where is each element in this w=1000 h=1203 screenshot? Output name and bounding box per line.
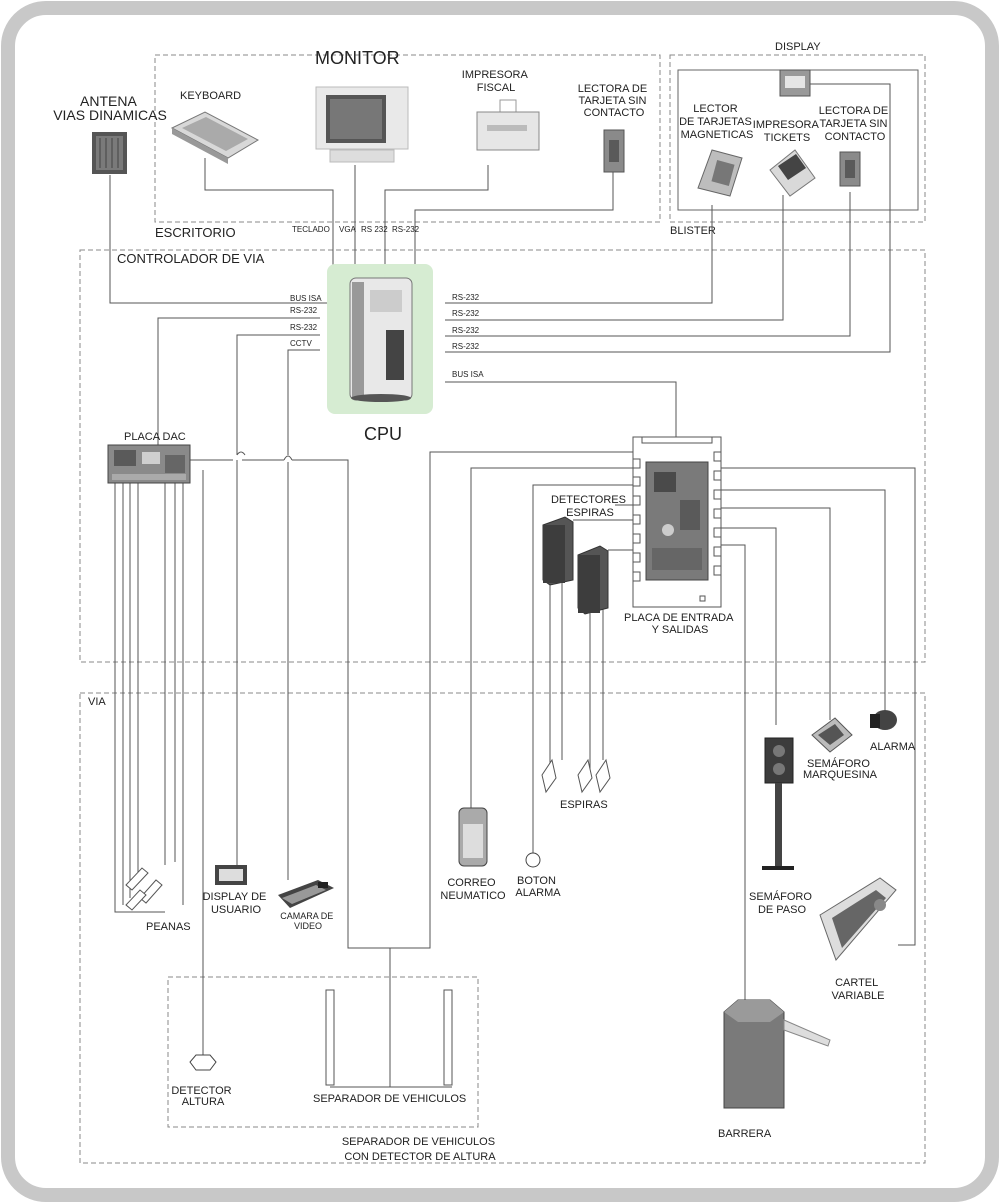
detector-altura-label: DETECTOR ALTURA [171,1085,234,1108]
treadle-sensors-icon [125,867,163,911]
io-board-icon [632,436,722,608]
dac-board-icon [107,444,191,484]
pass-traffic-light-icon [762,737,794,870]
height-detector-icon [189,1054,217,1071]
cpu-icon [327,264,433,414]
alarma-label: ALARMA [870,741,916,753]
separador-box [167,976,479,1128]
escritorio-label: ESCRITORIO [155,225,236,240]
link-bus-isa-1: BUS ISA [290,294,322,303]
antena-label: ANTENA VIAS DINAMICAS [53,93,167,123]
pneumatic-tube-icon [458,807,488,867]
camara-label: CAMARA DE VIDEO [280,911,336,931]
detectores-espiras-label: DETECTORES ESPIRAS [551,494,629,519]
fiscal-printer-icon [476,99,540,151]
boton-label: BOTON ALARMA [515,875,561,899]
link-rs232-r1: RS-232 [452,293,480,302]
link-rs232-a: RS 232 [361,225,388,234]
cpu-label: CPU [364,424,402,444]
monitor-icon [315,86,409,163]
link-rs232-r4: RS-232 [452,342,480,351]
link-bus-isa-2: BUS ISA [452,370,484,379]
blister-box [669,54,926,223]
link-rs232-l2: RS-232 [290,323,318,332]
loops-icon [541,758,611,794]
keyboard-icon [170,111,260,164]
video-camera-icon [278,880,334,908]
blister-contactless-reader-icon [839,151,861,187]
espiras-label: ESPIRAS [560,799,608,811]
display-label: DISPLAY [775,41,821,53]
user-display-icon [215,865,247,885]
magnetic-card-reader-icon [697,149,743,197]
wiring [109,83,916,1088]
lector-magneticas-label: LECTOR DE TARJETAS MAGNETICAS [679,103,755,141]
display-usuario-label: DISPLAY DE USUARIO [203,891,270,916]
separador-label: SEPARADOR DE VEHICULOS [313,1093,466,1105]
controlador-label: CONTROLADOR DE VIA [117,251,265,266]
peanas-label: PEANAS [146,921,191,933]
link-teclado: TECLADO [292,225,330,234]
lectora-escritorio-label: LECTORA DE TARJETA SIN CONTACTO [578,83,651,119]
barrera-label: BARRERA [718,1128,772,1140]
correo-label: CORREO NEUMATICO [440,877,506,902]
semaforo-paso-label: SEMÁFORO DE PASO [749,890,815,916]
link-rs232-r2: RS-232 [452,309,480,318]
escritorio-box [154,54,661,223]
monitor-label: MONITOR [315,48,400,68]
link-rs232-b: RS-232 [392,225,420,234]
placa-dac-label: PLACA DAC [124,431,186,443]
loop-detectors-icon [542,516,609,615]
ticket-printer-icon [769,149,816,197]
cartel-label: CARTEL VARIABLE [832,977,885,1002]
blister-label: BLISTER [670,225,716,237]
link-cctv: CCTV [290,339,312,348]
barrier-icon [723,999,831,1109]
semaforo-marquesina-label: SEMÁFORO MARQUESINA [803,757,878,781]
vehicle-separator-icon [325,989,453,1086]
keyboard-label: KEYBOARD [180,90,241,102]
via-label: VIA [88,696,106,708]
variable-sign-icon [819,877,897,961]
alarm-siren-icon [870,710,897,730]
via-box [79,692,926,1164]
antenna-icon [92,132,127,174]
display-icon [779,69,811,97]
impresora-fiscal-label: IMPRESORA FISCAL [462,69,530,94]
lectora-blister-label: LECTORA DE TARJETA SIN CONTACTO [819,105,892,143]
placa-io-label: PLACA DE ENTRADA Y SALIDAS [624,612,736,636]
controlador-box [79,249,926,663]
link-rs232-r3: RS-232 [452,326,480,335]
link-vga: VGA [339,225,357,234]
separador-box-label: SEPARADOR DE VEHICULOS CON DETECTOR DE A… [342,1136,498,1163]
canopy-traffic-light-icon [811,717,853,753]
link-rs232-l1: RS-232 [290,306,318,315]
contactless-reader-icon [603,129,625,173]
alarm-button-icon [525,852,541,868]
impresora-tickets-label: IMPRESORA TICKETS [753,119,821,144]
